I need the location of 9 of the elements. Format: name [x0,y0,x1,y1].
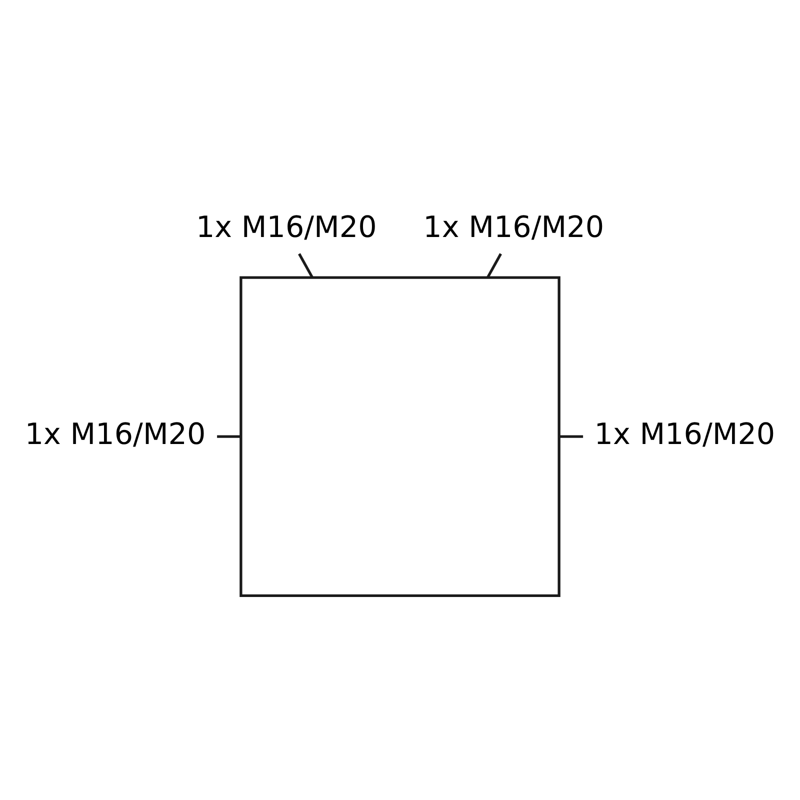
connector [486,252,502,278]
node-text: 1x M16/M20 [24,416,206,451]
connector [298,252,314,278]
connector [560,434,584,438]
connector [217,434,241,438]
node-text: 1x M16/M20 [594,416,776,451]
node-text: 1x M16/M20 [196,209,377,244]
node-box [240,276,560,596]
node-text: 1x M16/M20 [423,209,604,244]
